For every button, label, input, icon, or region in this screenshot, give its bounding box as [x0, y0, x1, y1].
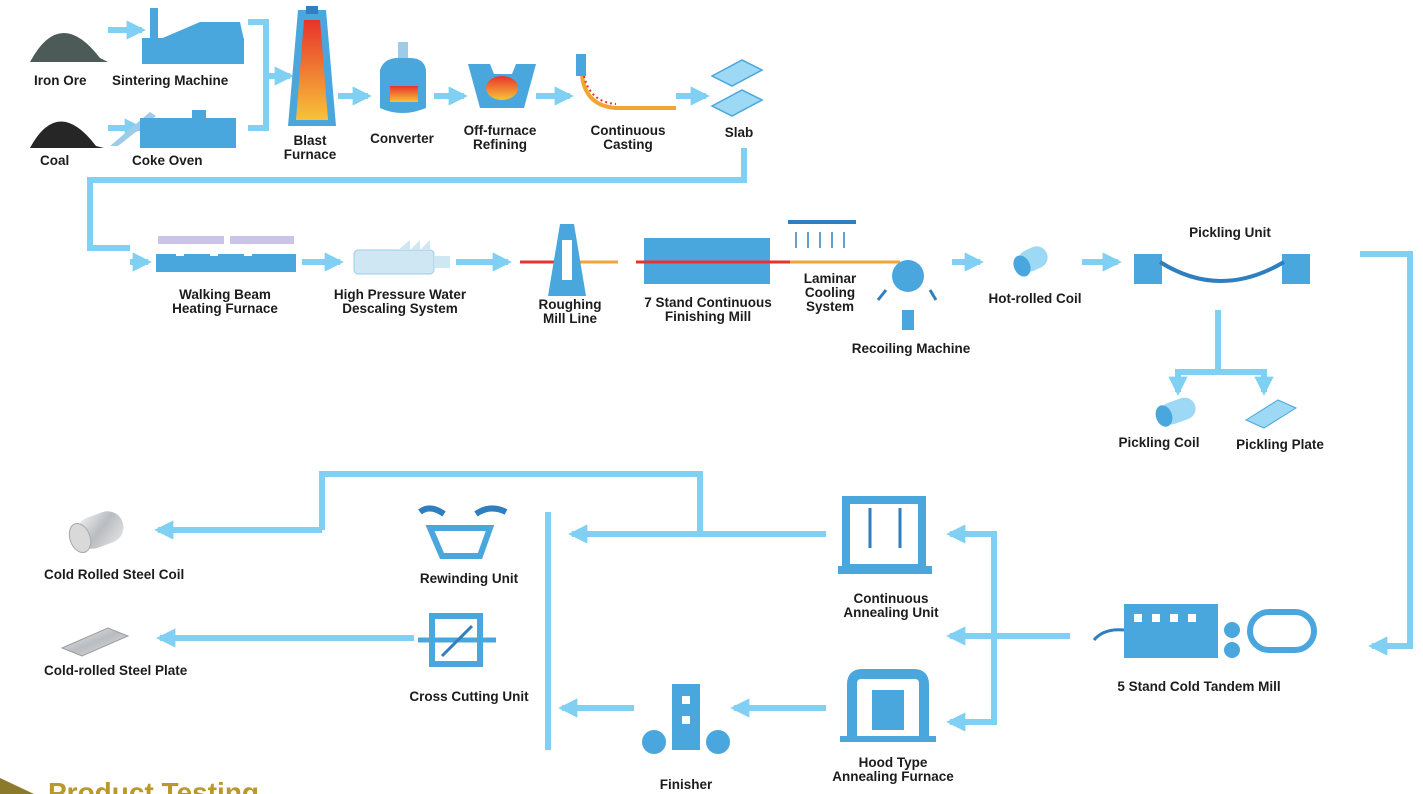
- bracket-raw-materials: [248, 19, 269, 131]
- iron-ore-pile-icon: [30, 32, 108, 62]
- label-coal: Coal: [40, 153, 70, 168]
- label-pickling-coil: Pickling Coil: [1118, 435, 1200, 450]
- hot-rolled-coil-icon: [1013, 246, 1048, 277]
- off-furnace-refining-icon: [468, 64, 536, 108]
- laminar-cooling-icon: [788, 220, 900, 264]
- coal-pile-icon: [30, 121, 104, 148]
- footer-title: Product Testing: [48, 778, 260, 794]
- label-recoiling-machine: Recoiling Machine: [851, 341, 971, 356]
- label-cold-rolled-coil: Cold Rolled Steel Coil: [44, 567, 185, 582]
- continuous-annealing-icon: [838, 496, 932, 574]
- arrow-to-pickling-plate: [1218, 369, 1274, 396]
- chevron-icon: [0, 778, 34, 794]
- label-cold-rolled-plate: Cold-rolled Steel Plate: [44, 663, 188, 678]
- finisher-icon: [642, 684, 730, 754]
- arrow-to-continuous-annealing: [946, 524, 997, 636]
- pickling-coil-icon: [1155, 397, 1196, 427]
- cold-tandem-mill-icon: [1092, 604, 1317, 658]
- label-pickling-unit: Pickling Unit: [1189, 225, 1271, 240]
- cross-cutting-unit-icon: [418, 613, 496, 667]
- label-rewinding-unit: Rewinding Unit: [419, 571, 519, 586]
- arrow-to-pickling-coil: [1168, 310, 1221, 396]
- footer-banner: Product Testing: [0, 778, 520, 794]
- loop-pickling-to-tandem: [1360, 251, 1413, 656]
- cold-rolled-plate-icon: [60, 627, 130, 657]
- label-hot-rolled-coil: Hot-rolled Coil: [988, 291, 1082, 306]
- loop-slab-to-furnace: [87, 148, 747, 251]
- coke-oven-icon: [110, 110, 236, 148]
- label-sintering-machine: Sintering Machine: [112, 73, 229, 88]
- blast-furnace-icon: [288, 6, 336, 126]
- arrow-to-hood-annealing: [946, 636, 997, 732]
- flow-lines: [87, 19, 1413, 750]
- converter-icon: [380, 42, 426, 113]
- walking-beam-furnace-icon: [156, 236, 296, 272]
- finishing-mill-icon: [636, 238, 790, 284]
- pickling-plate-icon: [1244, 399, 1298, 429]
- loop-to-coil: [319, 471, 703, 534]
- label-slab: Slab: [724, 125, 754, 140]
- label-converter: Converter: [370, 131, 434, 146]
- roughing-mill-icon: [520, 224, 618, 296]
- label-cross-cutting-unit: Cross Cutting Unit: [409, 689, 529, 704]
- rewinding-unit-icon: [418, 505, 508, 559]
- descaling-system-icon: [353, 240, 450, 275]
- pickling-unit-icon: [1134, 254, 1310, 284]
- label-pickling-plate: Pickling Plate: [1236, 437, 1324, 452]
- sintering-machine-icon: [142, 8, 244, 64]
- label-coke-oven: Coke Oven: [132, 153, 203, 168]
- cold-rolled-coil-icon: [68, 511, 124, 554]
- recoiling-machine-icon: [876, 260, 938, 330]
- slab-icon: [710, 59, 764, 117]
- continuous-casting-icon: [576, 54, 676, 110]
- label-iron-ore: Iron Ore: [34, 73, 87, 88]
- hood-annealing-icon: [840, 669, 936, 742]
- label-finisher: Finisher: [659, 777, 713, 792]
- label-cold-tandem-mill: 5 Stand Cold Tandem Mill: [1117, 679, 1281, 694]
